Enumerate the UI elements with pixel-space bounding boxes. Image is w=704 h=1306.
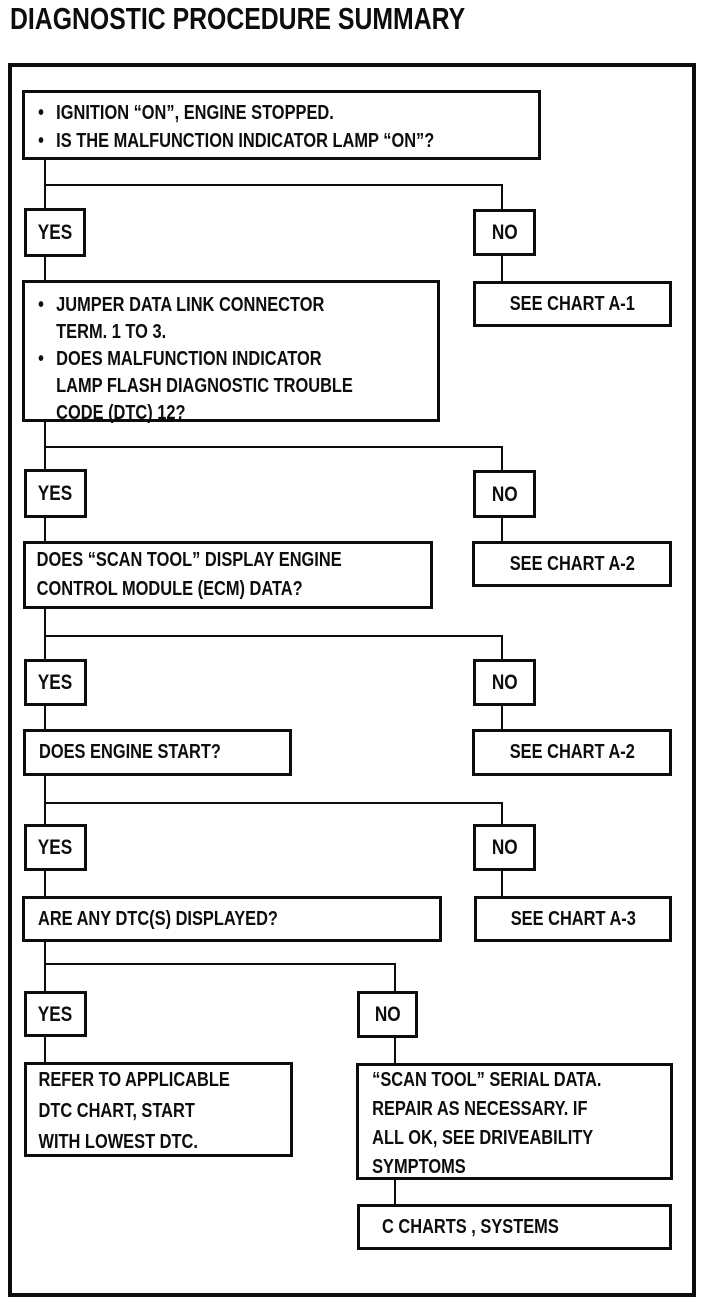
connector-line — [394, 1180, 396, 1204]
chart-ref-a3-box: SEE CHART A-3 — [474, 896, 672, 942]
scan-tool-display-box: DOES “SCAN TOOL” DISPLAY ENGINE CONTROL … — [23, 541, 433, 609]
connector-line — [44, 635, 503, 637]
yes-box-2: YES — [24, 469, 87, 518]
connector-line — [44, 776, 46, 824]
connector-line — [394, 1038, 396, 1063]
no-box-3: NO — [473, 659, 536, 706]
chart-ref-a2-box-2: SEE CHART A-2 — [472, 729, 672, 776]
connector-line — [501, 446, 503, 470]
no-box-1: NO — [473, 209, 536, 256]
connector-line — [394, 963, 396, 991]
no-box-5: NO — [357, 991, 418, 1038]
connector-line — [44, 184, 503, 186]
flow-step-line: LAMP FLASH DIAGNOSTIC TROUBLE — [56, 375, 353, 397]
yes-box-3: YES — [24, 659, 87, 706]
chart-ref-a1-box: SEE CHART A-1 — [473, 281, 672, 327]
flow-step-line: •IGNITION “ON”, ENGINE STOPPED. — [38, 99, 446, 127]
connector-line — [501, 518, 503, 541]
connector-line — [44, 942, 46, 991]
page-title: DIAGNOSTIC PROCEDURE SUMMARY — [10, 1, 466, 36]
connector-line — [44, 422, 46, 469]
flow-step-line: TERM. 1 TO 3. — [56, 321, 167, 343]
connector-line — [501, 256, 503, 281]
flow-step-line: •IS THE MALFUNCTION INDICATOR LAMP “ON”? — [38, 127, 446, 155]
connector-line — [44, 802, 503, 804]
connector-line — [44, 963, 396, 965]
scan-tool-serial-box: “SCAN TOOL” SERIAL DATA. REPAIR AS NECES… — [356, 1063, 673, 1180]
yes-box-4: YES — [24, 824, 87, 871]
connector-line — [501, 184, 503, 209]
connector-line — [501, 802, 503, 824]
connector-line — [44, 706, 46, 729]
flow-step-line: •DOES MALFUNCTION INDICATOR — [38, 346, 363, 373]
connector-line — [44, 609, 46, 659]
chart-ref-a2-box: SEE CHART A-2 — [472, 541, 672, 587]
dtc-displayed-box: ARE ANY DTC(S) DISPLAYED? — [22, 896, 442, 942]
connector-line — [44, 871, 46, 896]
bullet-icon: • — [38, 348, 44, 370]
jumper-dlc-box: •JUMPER DATA LINK CONNECTOR TERM. 1 TO 3… — [22, 280, 440, 424]
refer-dtc-chart-box: REFER TO APPLICABLE DTC CHART, START WIT… — [24, 1062, 293, 1157]
flow-step-line: CODE (DTC) 12? — [56, 402, 186, 424]
connector-line — [44, 518, 46, 541]
start-condition-box: •IGNITION “ON”, ENGINE STOPPED. •IS THE … — [22, 90, 541, 160]
connector-line — [501, 871, 503, 896]
bullet-icon: • — [38, 130, 44, 152]
connector-line — [501, 635, 503, 659]
no-box-4: NO — [473, 824, 536, 871]
c-charts-systems-box: C CHARTS , SYSTEMS — [357, 1204, 672, 1250]
no-box-2: NO — [473, 470, 536, 518]
bullet-icon: • — [38, 294, 44, 316]
connector-line — [501, 706, 503, 729]
engine-start-box: DOES ENGINE START? — [23, 729, 292, 776]
bullet-icon: • — [38, 102, 44, 124]
connector-line — [44, 257, 46, 280]
yes-box-5: YES — [24, 991, 87, 1037]
flow-step-line: •JUMPER DATA LINK CONNECTOR — [38, 292, 363, 319]
yes-box-1: YES — [24, 208, 86, 257]
connector-line — [44, 1037, 46, 1062]
connector-line — [44, 446, 503, 448]
